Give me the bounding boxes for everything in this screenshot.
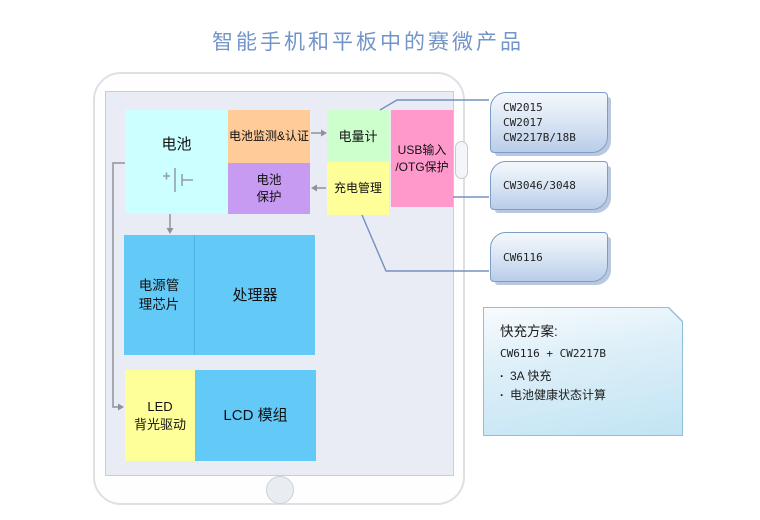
block-battery-protection-line1: 电池 [256,172,282,187]
tablet-home-button [266,476,294,504]
block-usb-otg-line2: /OTG保护 [395,159,449,174]
fastcharge-note-content: 快充方案: CW6116 + CW2217B · 3A 快充 · 电池健康状态计算 [484,308,682,435]
bullet-icon: · [500,369,504,383]
block-battery-monitor: 电池监测&认证 [228,110,310,163]
callout-line: CW2015 [503,101,543,114]
block-battery-label: 电池 [161,136,192,153]
block-charge-mgmt: 充电管理 [327,162,389,215]
bullet-icon: · [500,388,504,402]
tablet-side-button [455,141,468,179]
block-fuel-gauge-label: 电量计 [338,128,378,144]
block-fuel-gauge: 电量计 [327,110,389,162]
fastcharge-bullet-1: · 3A 快充 [500,367,672,386]
block-battery-monitor-label: 电池监测&认证 [228,129,309,143]
block-charge-mgmt-label: 充电管理 [333,181,382,195]
callout-usb-parts: CW3046/3048 [490,161,608,210]
block-led-backlight-line2: 背光驱动 [133,416,186,432]
block-pmic: 电源管 理芯片 [124,235,195,355]
fastcharge-heading: 快充方案: [500,324,558,339]
callout-line: CW6116 [503,250,543,264]
callout-line: CW3046/3048 [503,179,576,192]
fastcharge-bullet-2-text: 电池健康状态计算 [510,388,607,402]
callout-line: CW2017 [503,116,543,129]
fastcharge-note-box: 快充方案: CW6116 + CW2217B · 3A 快充 · 电池健康状态计算 [483,307,683,436]
block-battery: 电池 [125,110,228,213]
block-processor-label: 处理器 [232,286,278,304]
block-led-backlight: LED 背光驱动 [125,370,195,461]
page-title: 智能手机和平板中的赛微产品 [212,30,524,54]
fastcharge-bullet-2: · 电池健康状态计算 [500,386,672,405]
callout-charger-parts: CW6116 [490,232,608,282]
block-pmic-line1: 电源管 [138,278,180,293]
block-processor: 处理器 [195,235,315,355]
block-usb-otg-line1: USB输入 [397,142,447,157]
callout-line: CW2217B/18B [503,131,576,144]
battery-symbol-icon [162,168,193,192]
block-pmic-line2: 理芯片 [138,297,180,312]
fastcharge-bullet-1-text: 3A 快充 [510,369,552,383]
block-lcd-module-label: LCD 模组 [223,407,288,424]
block-usb-otg: USB输入 /OTG保护 [391,110,453,207]
block-lcd-module: LCD 模组 [195,370,316,461]
callout-fuel-gauge-parts: CW2015 CW2017 CW2217B/18B [490,92,608,153]
block-led-backlight-line1: LED [147,398,173,414]
block-battery-protection-line2: 保护 [256,189,282,204]
fastcharge-combo: CW6116 + CW2217B [500,347,606,360]
block-battery-protection: 电池 保护 [228,163,310,214]
